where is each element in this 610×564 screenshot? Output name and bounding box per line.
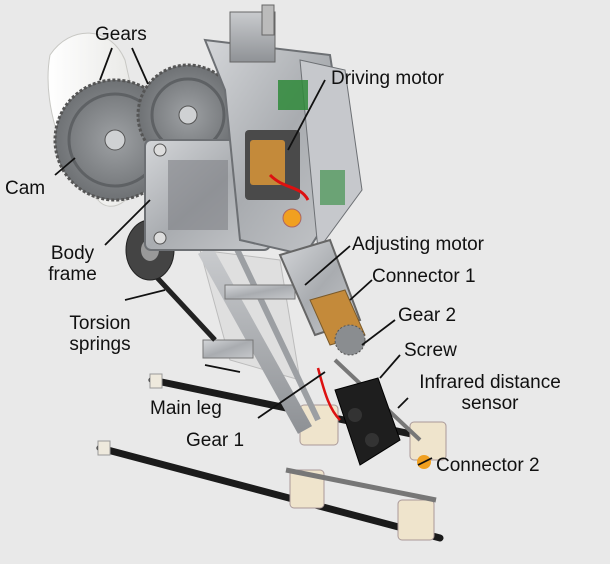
label-main-leg: Main leg xyxy=(150,398,222,419)
label-torsion-springs-line-1: Torsion xyxy=(69,313,131,334)
label-driving-motor: Driving motor xyxy=(331,68,444,89)
label-connector-1: Connector 1 xyxy=(372,266,476,287)
label-cam: Cam xyxy=(5,178,46,199)
label-infrared-line-1: Infrared distance xyxy=(419,372,561,393)
leader-lines xyxy=(54,47,433,466)
infrared-sensor xyxy=(316,367,401,466)
label-torsion-springs-line-2: springs xyxy=(69,334,131,355)
label-body-frame-line-2: frame xyxy=(48,264,97,285)
label-infrared-distance-sensor: Infrared distance sensor xyxy=(415,372,565,414)
label-infrared-line-2: sensor xyxy=(461,393,519,414)
label-gear-2: Gear 2 xyxy=(398,305,457,326)
label-connector-2: Connector 2 xyxy=(436,455,540,476)
foot-blocks xyxy=(285,404,447,541)
label-gears: Gears xyxy=(95,24,147,45)
label-adjusting-motor: Adjusting motor xyxy=(352,234,485,255)
label-screw: Screw xyxy=(404,340,457,361)
label-body-frame: Body frame xyxy=(40,243,105,285)
label-gear-1: Gear 1 xyxy=(186,430,245,451)
label-body-frame-line-1: Body xyxy=(50,243,95,264)
label-torsion-springs: Torsion springs xyxy=(58,313,142,355)
adjusting-motor xyxy=(278,238,422,442)
motor-housing xyxy=(203,4,363,257)
main-leg xyxy=(148,243,321,434)
